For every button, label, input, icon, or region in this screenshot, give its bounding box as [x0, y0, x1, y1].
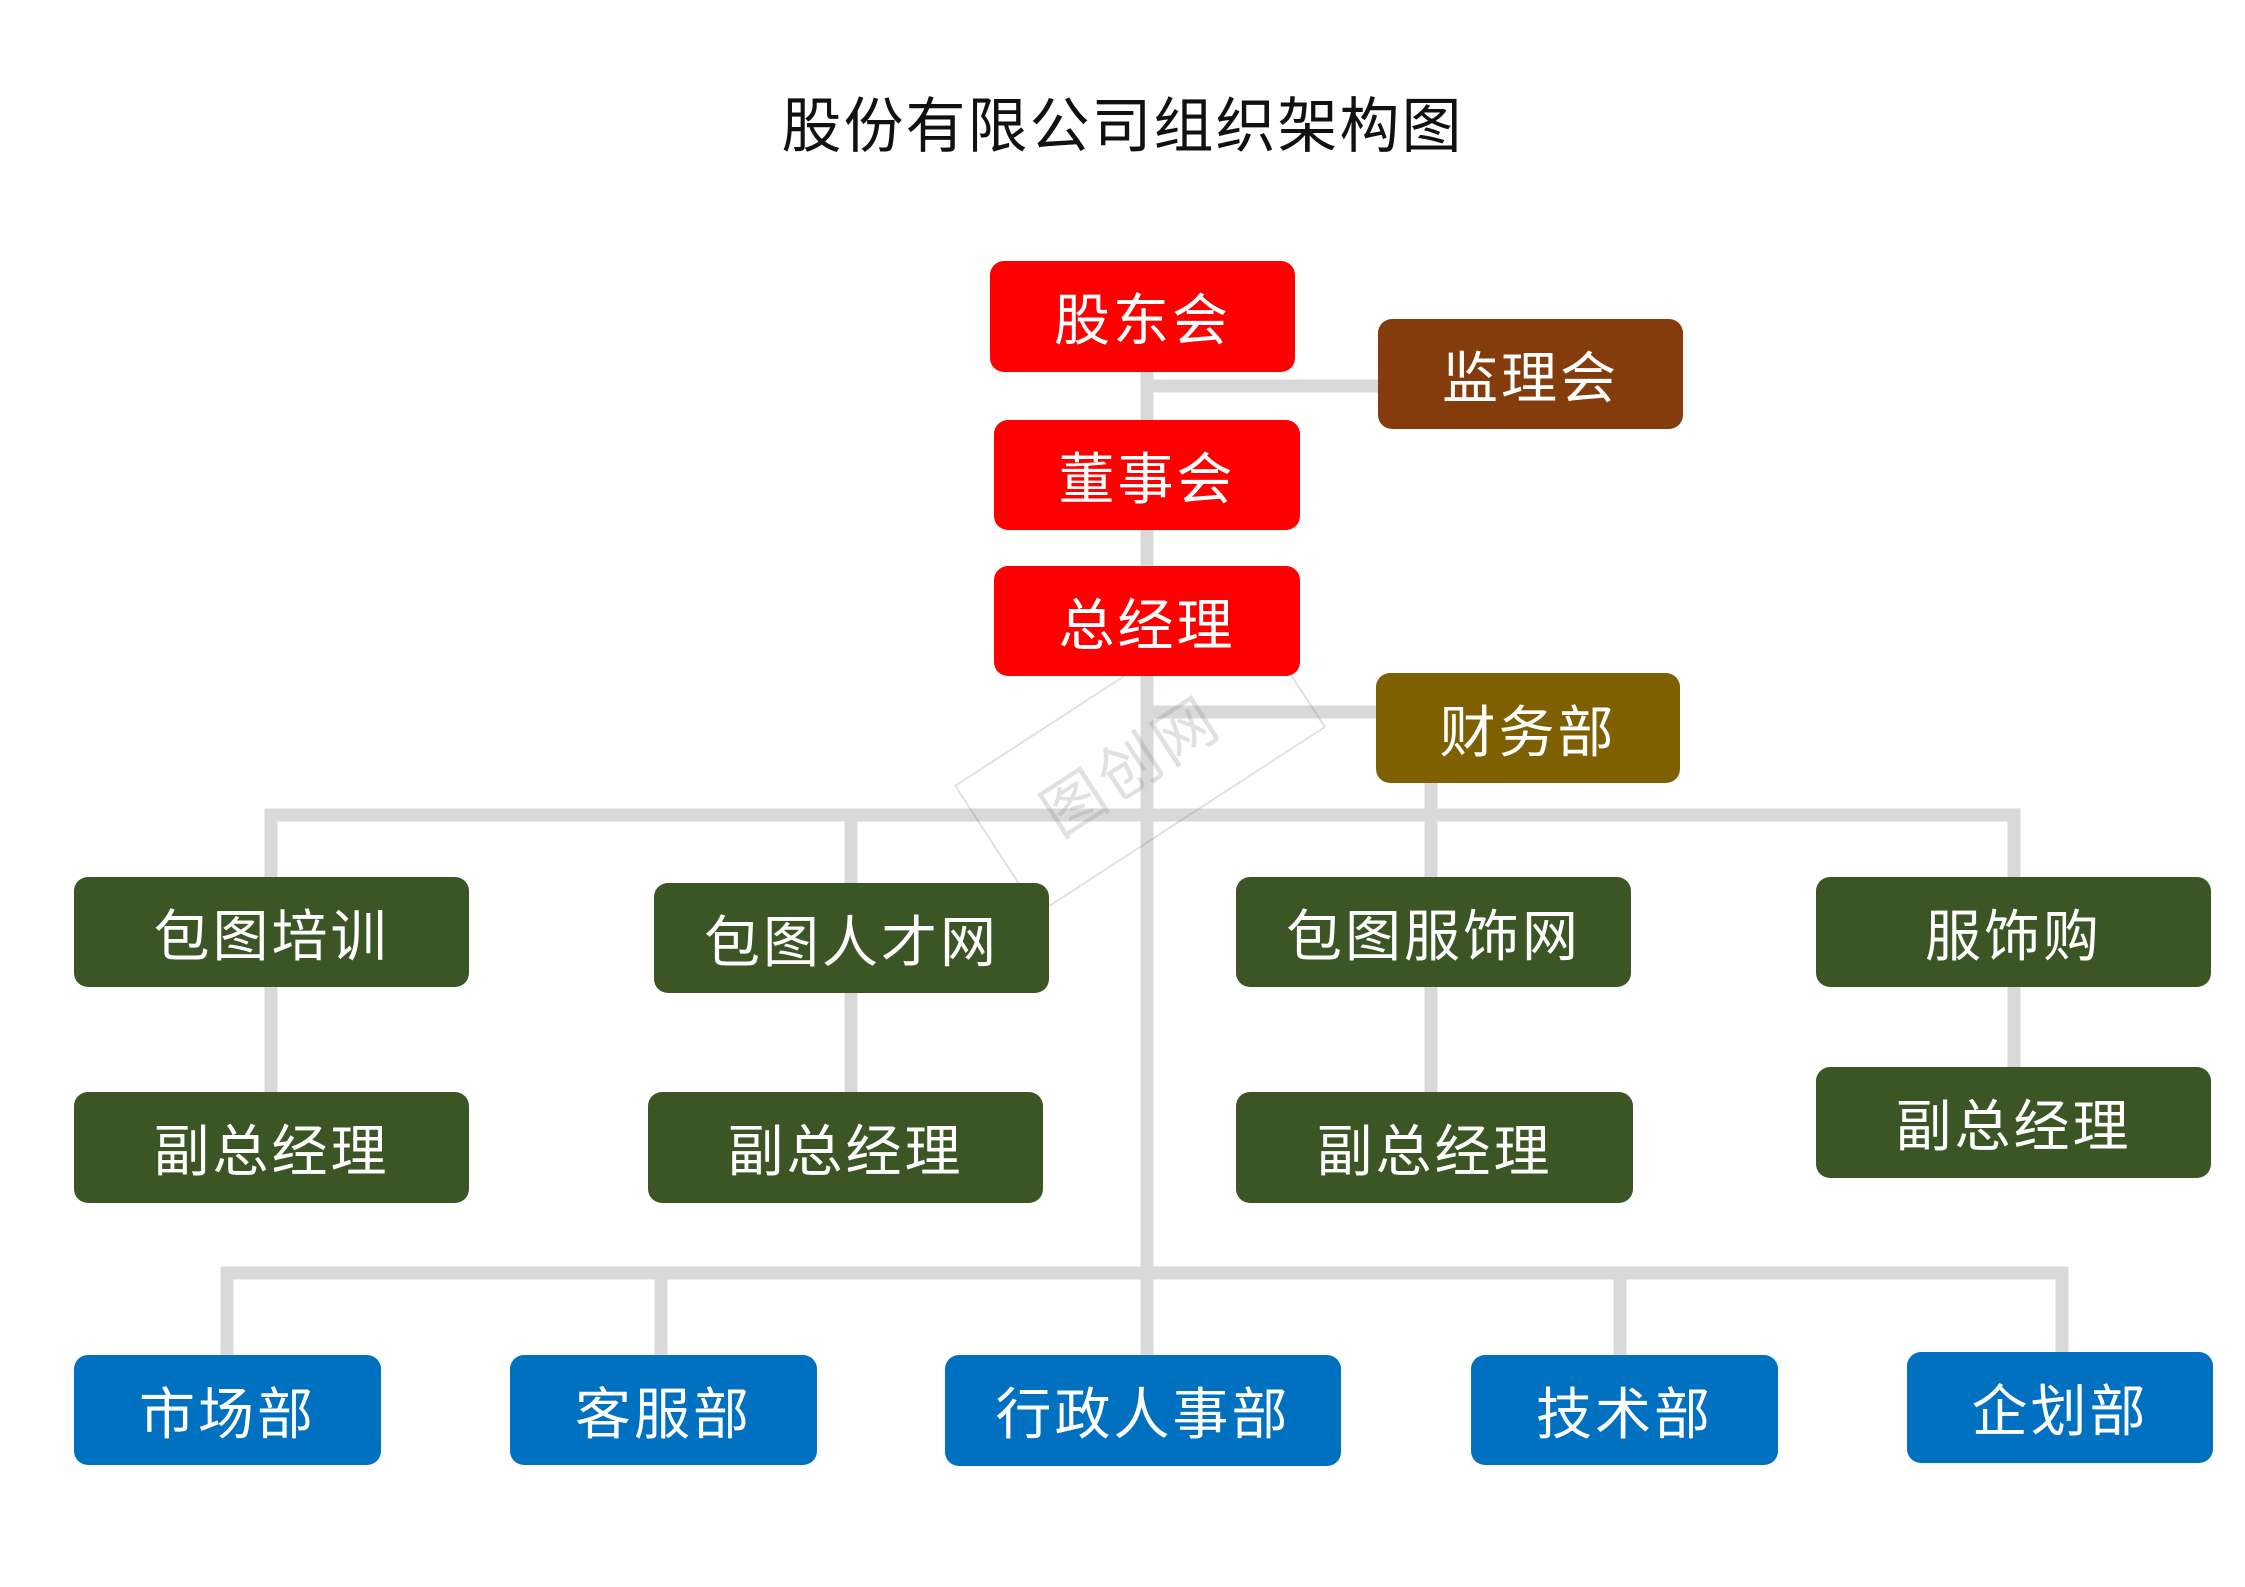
node-supervisors[interactable]: 监理会 [1378, 319, 1683, 429]
node-board[interactable]: 董事会 [994, 420, 1300, 530]
node-department-2[interactable]: 客服部 [510, 1355, 817, 1465]
node-deputy-1[interactable]: 副总经理 [74, 1092, 469, 1203]
node-department-5[interactable]: 企划部 [1907, 1352, 2213, 1463]
node-business-unit-2[interactable]: 包图人才网 [654, 883, 1049, 993]
node-shareholders[interactable]: 股东会 [990, 261, 1295, 372]
node-department-3[interactable]: 行政人事部 [945, 1355, 1341, 1466]
node-finance[interactable]: 财务部 [1376, 673, 1680, 783]
node-deputy-2[interactable]: 副总经理 [648, 1092, 1043, 1203]
node-department-1[interactable]: 市场部 [74, 1355, 381, 1465]
node-general-manager[interactable]: 总经理 [994, 566, 1300, 676]
node-business-unit-4[interactable]: 服饰购 [1816, 877, 2211, 987]
chart-title: 股份有限公司组织架构图 [781, 92, 1464, 162]
node-business-unit-3[interactable]: 包图服饰网 [1236, 877, 1631, 987]
node-department-4[interactable]: 技术部 [1471, 1355, 1778, 1465]
node-deputy-4[interactable]: 副总经理 [1816, 1067, 2211, 1178]
node-deputy-3[interactable]: 副总经理 [1236, 1092, 1633, 1203]
node-business-unit-1[interactable]: 包图培训 [74, 877, 469, 987]
